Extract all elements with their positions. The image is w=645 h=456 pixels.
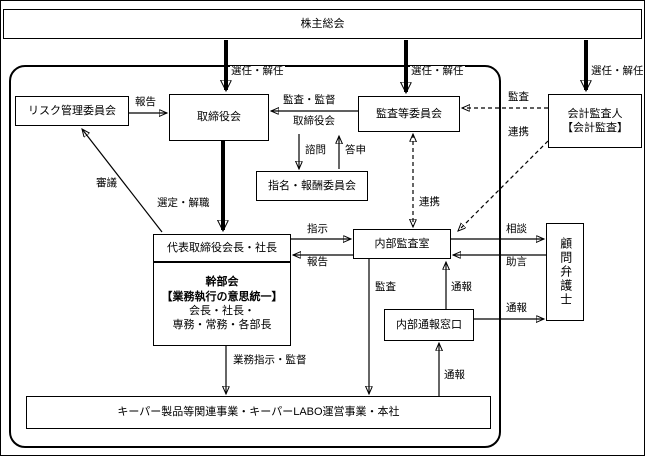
label-audit-by-auditor: 監査: [507, 91, 530, 104]
label-business-instruction: 業務指示・監督: [232, 354, 308, 367]
label-appoint-dismiss-audit: 選任・解任: [410, 65, 465, 78]
accounting-auditor-box: 会計監査人 【会計監査】: [548, 94, 642, 148]
executive-committee-members-1: 会長・社長・: [189, 305, 255, 317]
accounting-auditor-label: 会計監査人: [567, 107, 623, 120]
label-consultation: 諮問: [304, 144, 327, 157]
audit-committee-label: 監査等委員会: [376, 107, 442, 120]
label-select-dismiss: 選定・解職: [156, 197, 211, 210]
label-deliberation: 審議: [95, 177, 118, 190]
internal-audit-office-label: 内部監査室: [374, 237, 430, 250]
label-appoint-dismiss-board: 選任・解任: [230, 65, 285, 78]
label-whistle-to-lawyer: 通報: [505, 302, 528, 315]
label-appoint-dismiss-auditor: 選任・解任: [590, 65, 644, 78]
label-whistle-to-audit: 通報: [450, 281, 473, 294]
representative-director-box: 代表取締役会長・社長: [153, 234, 291, 262]
risk-management-committee-label: リスク管理委員会: [28, 104, 116, 117]
risk-management-committee-box: リスク管理委員会: [15, 96, 129, 126]
arrow-deliberation: [82, 129, 163, 233]
executive-committee-box: 幹部会 【業務執行の意思統一】 会長・社長・ 専務・常務・各部長: [153, 262, 291, 346]
label-internal-audit-audit: 監査: [374, 281, 397, 294]
label-report-to-board: 報告: [134, 96, 157, 109]
board-of-directors-label: 取締役会: [197, 111, 241, 124]
label-board-caption: 取締役会: [292, 115, 336, 128]
nomination-compensation-committee-box: 指名・報酬委員会: [256, 171, 368, 201]
representative-director-label: 代表取締役会長・社長: [167, 241, 277, 254]
label-advice: 助言: [505, 256, 528, 269]
label-audit-supervise: 監査・監督: [282, 94, 337, 107]
nomination-compensation-committee-label: 指名・報酬委員会: [268, 179, 356, 192]
arrows-dashed: [413, 108, 549, 231]
label-reply: 答申: [344, 144, 367, 157]
whistleblowing-desk-box: 内部通報窓口: [384, 309, 474, 341]
executive-committee-title: 幹部会: [205, 276, 239, 289]
label-report-to-president: 報告: [306, 256, 329, 269]
legal-advisor-label: 顧問弁護士: [558, 237, 573, 307]
label-whistle-from-business: 通報: [443, 369, 466, 382]
audit-committee-box: 監査等委員会: [358, 96, 460, 132]
shareholders-meeting-box: 株主総会: [3, 9, 642, 39]
arrows-solid: [82, 111, 546, 396]
board-of-directors-box: 取締役会: [169, 94, 269, 141]
whistleblowing-desk-label: 内部通報窓口: [396, 318, 462, 331]
shareholders-meeting-label: 株主総会: [300, 17, 345, 30]
executive-committee-subtitle: 【業務執行の意思統一】: [161, 290, 283, 303]
executive-committee-members-2: 専務・常務・各部長: [172, 319, 272, 332]
label-cooperation-committee: 連携: [418, 196, 441, 209]
label-instruction: 指示: [306, 223, 329, 236]
label-consult-lawyer: 相談: [505, 223, 528, 236]
accounting-auditor-sublabel: 【会計監査】: [562, 122, 628, 134]
label-cooperation-auditor: 連携: [507, 126, 530, 139]
business-operations-box: キーパー製品等関連事業・キーパーLABO運営事業・本社: [26, 396, 491, 429]
arrows-appoint-dismiss: [223, 40, 586, 230]
business-operations-label: キーパー製品等関連事業・キーパーLABO運営事業・本社: [117, 406, 400, 419]
arrow-cooperation-auditor: [458, 140, 549, 231]
internal-audit-office-box: 内部監査室: [353, 229, 451, 259]
legal-advisor-box: 顧問弁護士: [546, 223, 584, 321]
